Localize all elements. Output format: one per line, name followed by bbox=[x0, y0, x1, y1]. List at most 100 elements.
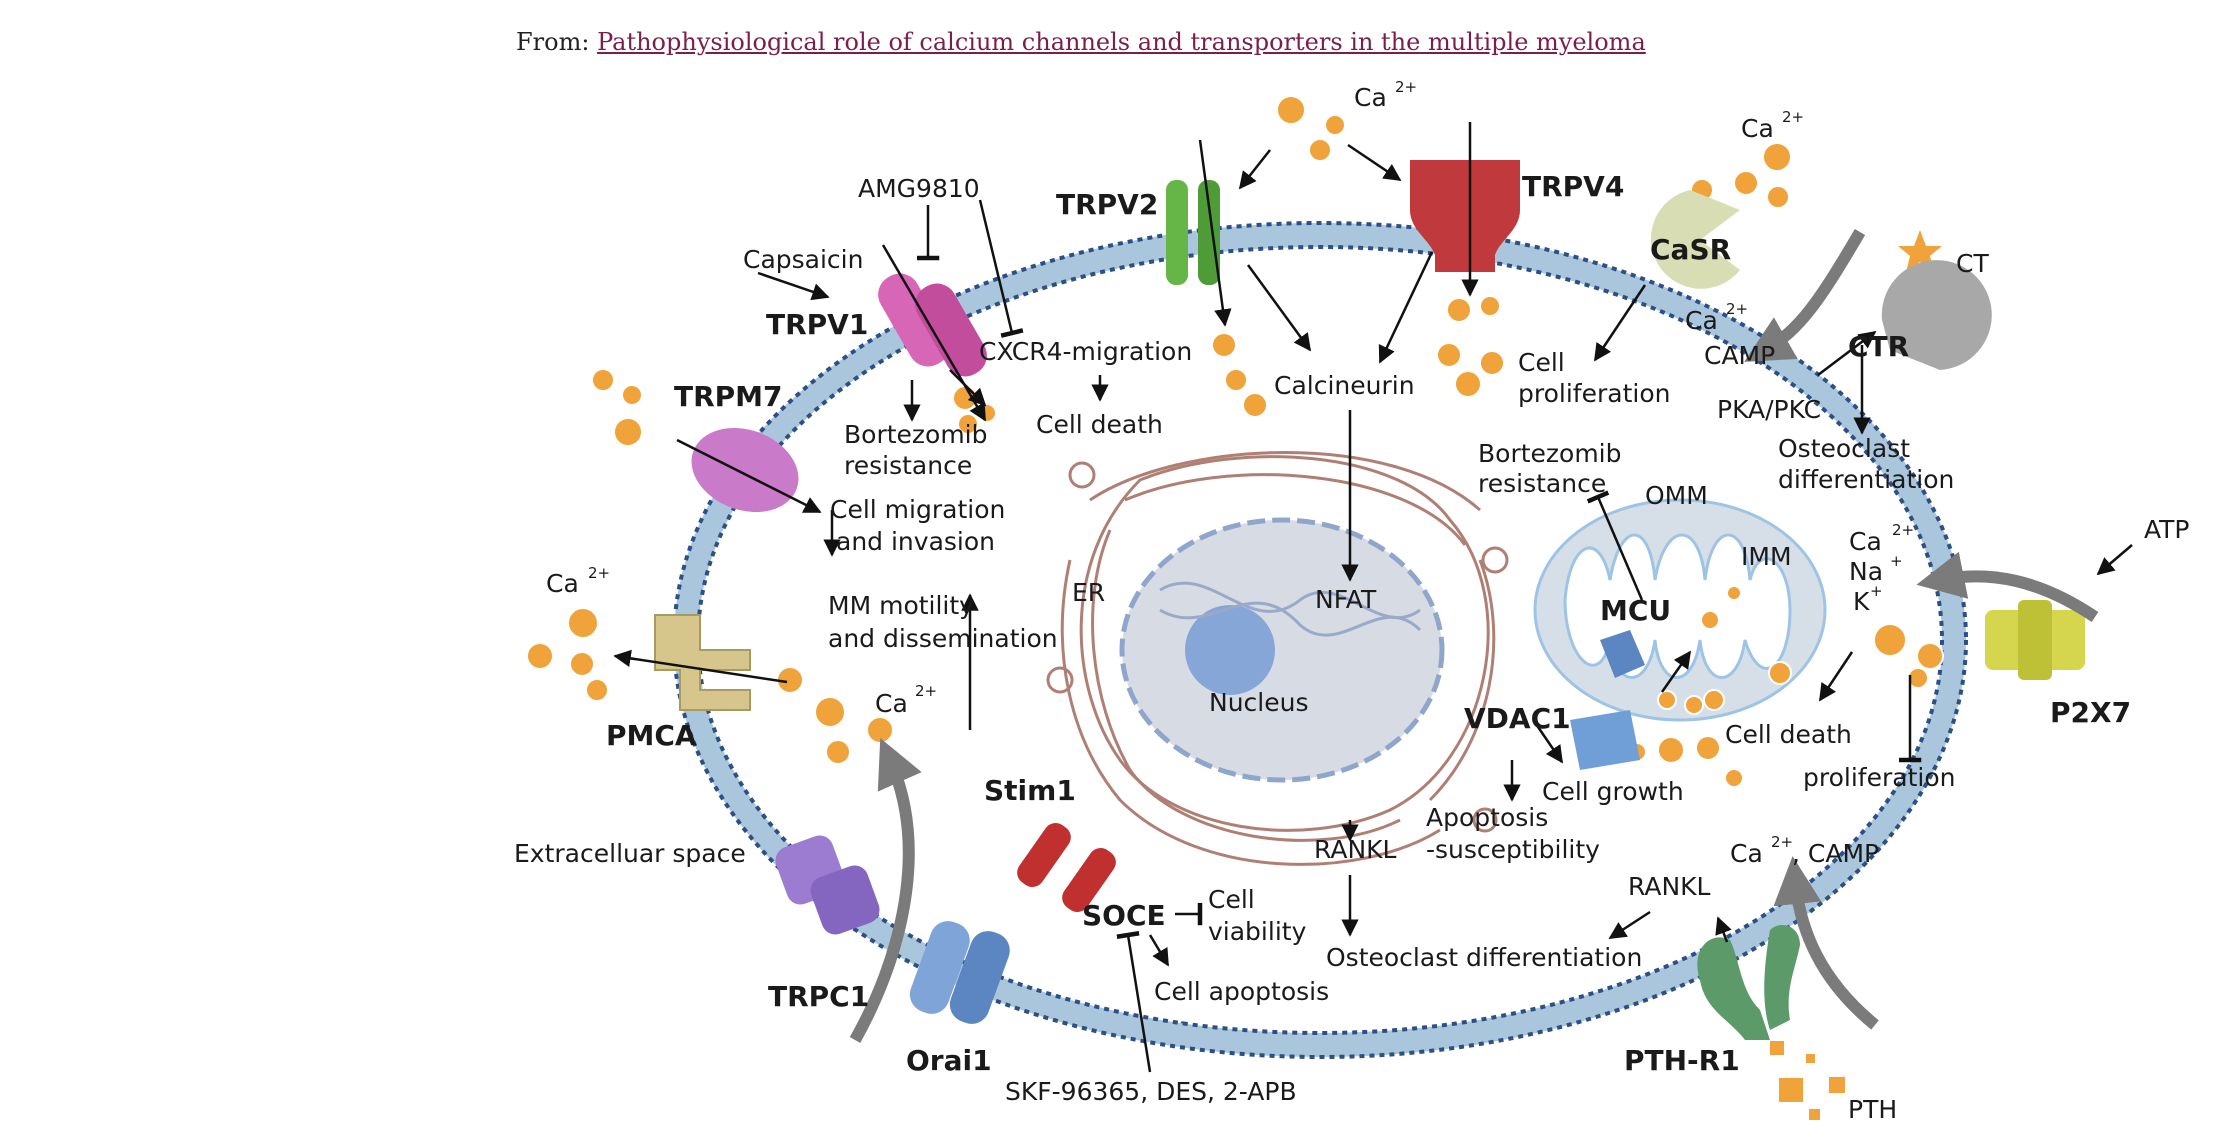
ca-sup-bottom: 2+ bbox=[1771, 833, 1793, 851]
rankl-label: RANKL bbox=[1314, 835, 1397, 864]
atp-label: ATP bbox=[2144, 515, 2190, 544]
rankl-label-2: RANKL bbox=[1628, 872, 1711, 901]
trpv1-label: TRPV1 bbox=[766, 308, 868, 341]
calcineurin-label: Calcineurin bbox=[1274, 371, 1415, 400]
stim1-label: Stim1 bbox=[984, 774, 1076, 807]
ca-ion-label: Ca bbox=[1849, 527, 1882, 556]
k-ion-label: K bbox=[1853, 587, 1870, 616]
cell-proliferation-label-1: Cell bbox=[1518, 348, 1565, 377]
extracellular-space-label: Extracelluar space bbox=[514, 839, 746, 868]
casr-label: CaSR bbox=[1650, 233, 1731, 266]
pka-pkc-label: PKA/PKC bbox=[1717, 395, 1821, 424]
ca-sup-ctr: 2+ bbox=[1726, 300, 1748, 318]
bortezomib-mito-label-2: resistance bbox=[1478, 469, 1606, 498]
soce-label: SOCE bbox=[1082, 899, 1166, 932]
cell-death-label: Cell death bbox=[1036, 410, 1163, 439]
ca-ion-sup: 2+ bbox=[1892, 521, 1914, 539]
amg9810-label: AMG9810 bbox=[858, 174, 980, 203]
camp-label-bottom: , CAMP bbox=[1792, 839, 1879, 868]
ca-label-top: Ca bbox=[1354, 83, 1387, 112]
ca-sup-casr: 2+ bbox=[1782, 108, 1804, 126]
camp-label-ctr: CAMP bbox=[1704, 341, 1775, 370]
ca-sup-pmca: 2+ bbox=[588, 564, 610, 582]
activation-arrows bbox=[613, 122, 2133, 967]
inhibitors-label: SKF-96365, DES, 2-APB bbox=[1005, 1077, 1297, 1106]
trpv4-label: TRPV4 bbox=[1522, 170, 1624, 203]
inhibition-lines bbox=[916, 199, 1922, 1073]
bortezomib-label-1: Bortezomib bbox=[844, 420, 988, 449]
apoptosis-label-2: -susceptibility bbox=[1426, 835, 1600, 864]
trpv2-channel-shape bbox=[1166, 180, 1220, 285]
calcium-ions bbox=[526, 95, 1944, 788]
osteoclast-differentiation-label: Osteoclast differentiation bbox=[1326, 943, 1642, 972]
endoplasmic-reticulum bbox=[1046, 451, 1509, 866]
pth-r1-receptor-shape bbox=[1697, 925, 1800, 1040]
osteoclast-label-1: Osteoclast bbox=[1778, 434, 1910, 463]
proliferation-label: proliferation bbox=[1803, 763, 1955, 792]
omm-label: OMM bbox=[1645, 481, 1708, 510]
er-label: ER bbox=[1072, 578, 1105, 607]
p2x7-label: P2X7 bbox=[2050, 696, 2131, 729]
trpc1-label: TRPC1 bbox=[768, 980, 869, 1013]
ct-label: CT bbox=[1956, 249, 1989, 278]
ca-label-casr: Ca bbox=[1741, 114, 1774, 143]
pmca-pump-shape bbox=[654, 614, 751, 711]
capsaicin-label: Capsaicin bbox=[743, 245, 863, 274]
cell-viability-label-2: viability bbox=[1208, 917, 1307, 946]
imm-label: IMM bbox=[1741, 542, 1792, 571]
trpv4-channel-shape bbox=[1410, 160, 1520, 272]
cell-viability-label-1: Cell bbox=[1208, 885, 1255, 914]
pmca-label: PMCA bbox=[606, 719, 697, 752]
ca-sup-orai: 2+ bbox=[915, 682, 937, 700]
trpv2-label: TRPV2 bbox=[1056, 188, 1158, 221]
vdac1-label: VDAC1 bbox=[1464, 702, 1571, 735]
trpc1-channel-shape bbox=[775, 835, 880, 935]
nucleus bbox=[1119, 517, 1445, 783]
na-ion-label: Na bbox=[1849, 557, 1883, 586]
mcu-label: MCU bbox=[1600, 594, 1671, 627]
mm-motility-label-1: MM motility bbox=[828, 591, 974, 620]
cell-proliferation-label-2: proliferation bbox=[1518, 379, 1670, 408]
pth-ligands bbox=[1768, 1039, 1847, 1122]
ca-label-pmca: Ca bbox=[546, 569, 579, 598]
ca-label-ctr: Ca bbox=[1685, 306, 1718, 335]
nfat-label: NFAT bbox=[1315, 585, 1377, 614]
p2x7-receptor-shape bbox=[1985, 600, 2085, 680]
stim1-shape bbox=[1017, 823, 1116, 912]
bortezomib-label-2: resistance bbox=[844, 451, 972, 480]
cell-growth-label: Cell growth bbox=[1542, 777, 1684, 806]
osteoclast-label-2: differentiation bbox=[1778, 465, 1954, 494]
na-ion-sup: + bbox=[1890, 552, 1903, 570]
cell-death-label-2: Cell death bbox=[1725, 720, 1852, 749]
trpv1-channel-shape bbox=[878, 273, 987, 377]
k-ion-sup: + bbox=[1870, 582, 1883, 600]
cell-migration-label-1: Cell migration bbox=[830, 495, 1005, 524]
pth-label: PTH bbox=[1848, 1095, 1897, 1124]
bortezomib-mito-label-1: Bortezomib bbox=[1478, 439, 1622, 468]
figure-source-line: From: Pathophysiological role of calcium… bbox=[516, 28, 1646, 56]
pth-r1-label: PTH-R1 bbox=[1624, 1044, 1740, 1077]
vdac1-shape bbox=[1570, 710, 1640, 770]
cell-apoptosis-label: Cell apoptosis bbox=[1154, 977, 1329, 1006]
article-link[interactable]: Pathophysiological role of calcium chann… bbox=[597, 28, 1646, 56]
cxcr4-label: CXCR4-migration bbox=[979, 337, 1192, 366]
orai1-channel-shape bbox=[909, 921, 1010, 1024]
mm-motility-label-2: and dissemination bbox=[828, 624, 1058, 653]
mcu-shape bbox=[1600, 630, 1645, 678]
cell-migration-label-2: and invasion bbox=[836, 527, 995, 556]
ca-label-bottom: Ca bbox=[1730, 839, 1763, 868]
orai1-label: Orai1 bbox=[906, 1044, 992, 1077]
apoptosis-label-1: Apoptosis bbox=[1426, 803, 1548, 832]
ca-sup-top: 2+ bbox=[1395, 78, 1417, 96]
ctr-receptor-shape bbox=[1881, 260, 1992, 370]
transport-arrows bbox=[849, 228, 2099, 1043]
ca-label-orai: Ca bbox=[875, 689, 908, 718]
casr-receptor-shape bbox=[1650, 190, 1740, 289]
nucleus-label: Nucleus bbox=[1209, 688, 1309, 717]
trpm7-channel-shape bbox=[691, 427, 799, 513]
source-prefix: From: bbox=[516, 28, 590, 56]
mitochondrion bbox=[1533, 498, 1827, 722]
trpm7-label: TRPM7 bbox=[674, 380, 783, 413]
ctr-label: CTR bbox=[1848, 330, 1909, 363]
